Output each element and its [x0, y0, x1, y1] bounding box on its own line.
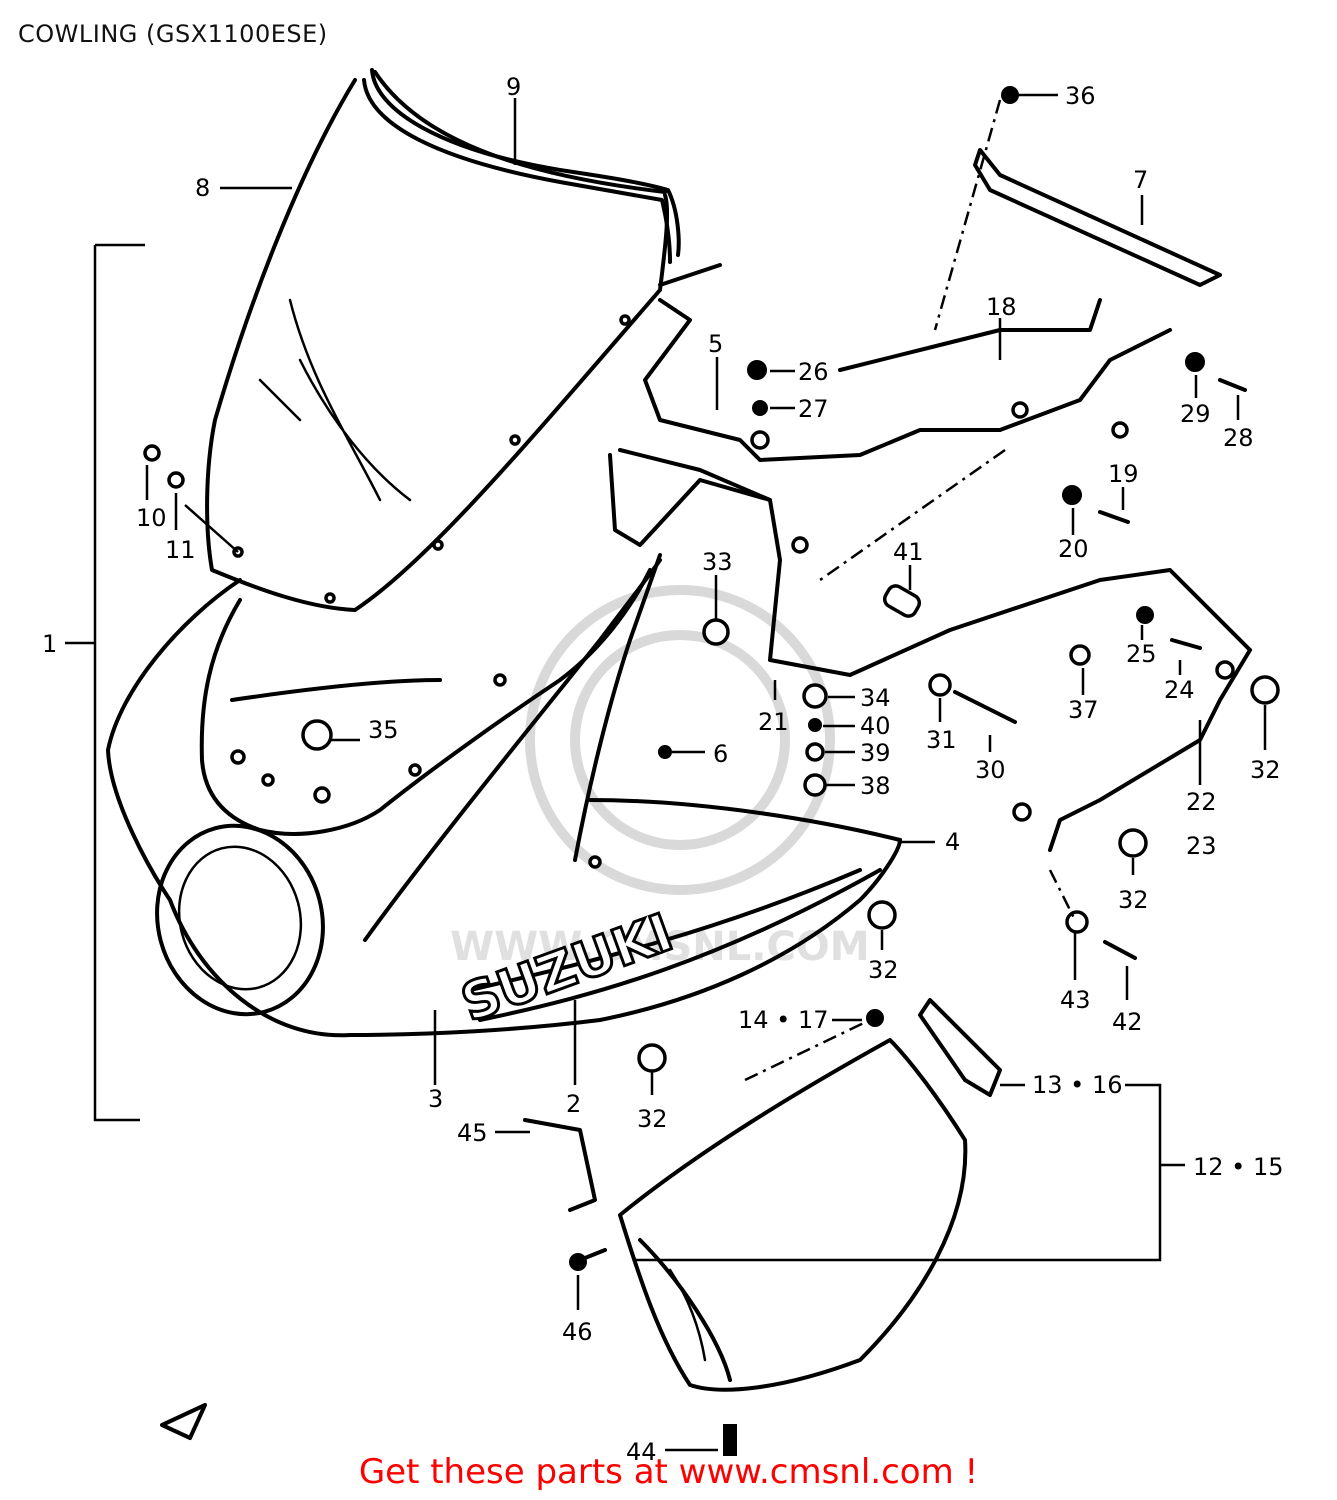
label-part-26: 26 — [798, 358, 829, 386]
label-part-32-b: 32 — [1118, 886, 1149, 914]
label-part-36: 36 — [1065, 82, 1096, 110]
label-part-1: 1 — [42, 630, 57, 658]
suzuki-decal: SUZUKI — [452, 901, 682, 1035]
label-part-28: 28 — [1223, 424, 1254, 452]
label-part-14-17: 14 • 17 — [738, 1006, 829, 1034]
label-part-32-d: 32 — [637, 1105, 668, 1133]
label-part-22: 22 — [1186, 788, 1217, 816]
label-part-21: 21 — [758, 708, 789, 736]
lower-cowl — [618, 998, 1002, 1392]
label-part-10: 10 — [136, 504, 167, 532]
label-part-31: 31 — [926, 726, 957, 754]
assembly-centerlines — [744, 99, 1077, 1082]
label-part-11: 11 — [165, 536, 196, 564]
label-part-32-a: 32 — [1250, 756, 1281, 784]
label-part-34: 34 — [860, 684, 891, 712]
label-part-45: 45 — [457, 1119, 488, 1147]
label-part-35: 35 — [368, 716, 399, 744]
label-part-38: 38 — [860, 772, 891, 800]
label-part-5: 5 — [708, 330, 723, 358]
label-part-41: 41 — [893, 538, 924, 566]
label-part-8: 8 — [195, 174, 210, 202]
windscreen — [205, 70, 670, 612]
label-part-30: 30 — [975, 756, 1006, 784]
label-part-27: 27 — [798, 395, 829, 423]
label-part-46: 46 — [562, 1318, 593, 1346]
upper-cowl — [106, 553, 902, 1038]
label-part-4: 4 — [945, 828, 960, 856]
label-part-24: 24 — [1164, 676, 1195, 704]
label-part-40: 40 — [860, 712, 891, 740]
label-part-29: 29 — [1180, 400, 1211, 428]
label-part-13-16: 13 • 16 — [1032, 1071, 1123, 1099]
watermark: WWW.CMSNL.COM — [450, 585, 870, 970]
label-part-23: 23 — [1186, 832, 1217, 860]
label-part-33: 33 — [702, 548, 733, 576]
watermark-text: WWW.CMSNL.COM — [450, 924, 870, 970]
label-part-18: 18 — [986, 293, 1017, 321]
label-part-39: 39 — [860, 739, 891, 767]
label-part-7: 7 — [1133, 166, 1148, 194]
label-part-6: 6 — [713, 740, 728, 768]
brand-mark: SUZUKI — [454, 903, 681, 1034]
label-part-19: 19 — [1108, 460, 1139, 488]
page-title: COWLING (GSX1100ESE) — [18, 20, 328, 48]
label-part-25: 25 — [1126, 640, 1157, 668]
part-labels: 1 2 3 4 5 6 7 8 9 10 11 12 • 15 13 • 16 … — [42, 73, 1284, 1466]
label-part-44: 44 — [626, 1438, 657, 1466]
label-part-12-15: 12 • 15 — [1193, 1153, 1284, 1181]
windscreen-trim — [362, 68, 681, 264]
top-bracket — [973, 148, 1222, 287]
label-part-42: 42 — [1112, 1008, 1143, 1036]
label-part-43: 43 — [1060, 986, 1091, 1014]
footer-parts-link[interactable]: Get these parts at www.cmsnl.com ! — [358, 1452, 979, 1492]
label-part-37: 37 — [1068, 696, 1099, 724]
label-part-32-c: 32 — [868, 956, 899, 984]
leader-lines — [65, 93, 1267, 1452]
label-part-9: 9 — [506, 73, 521, 101]
label-part-20: 20 — [1058, 535, 1089, 563]
label-part-2: 2 — [566, 1090, 581, 1118]
fasteners — [143, 86, 1280, 1456]
label-part-3: 3 — [428, 1085, 443, 1113]
